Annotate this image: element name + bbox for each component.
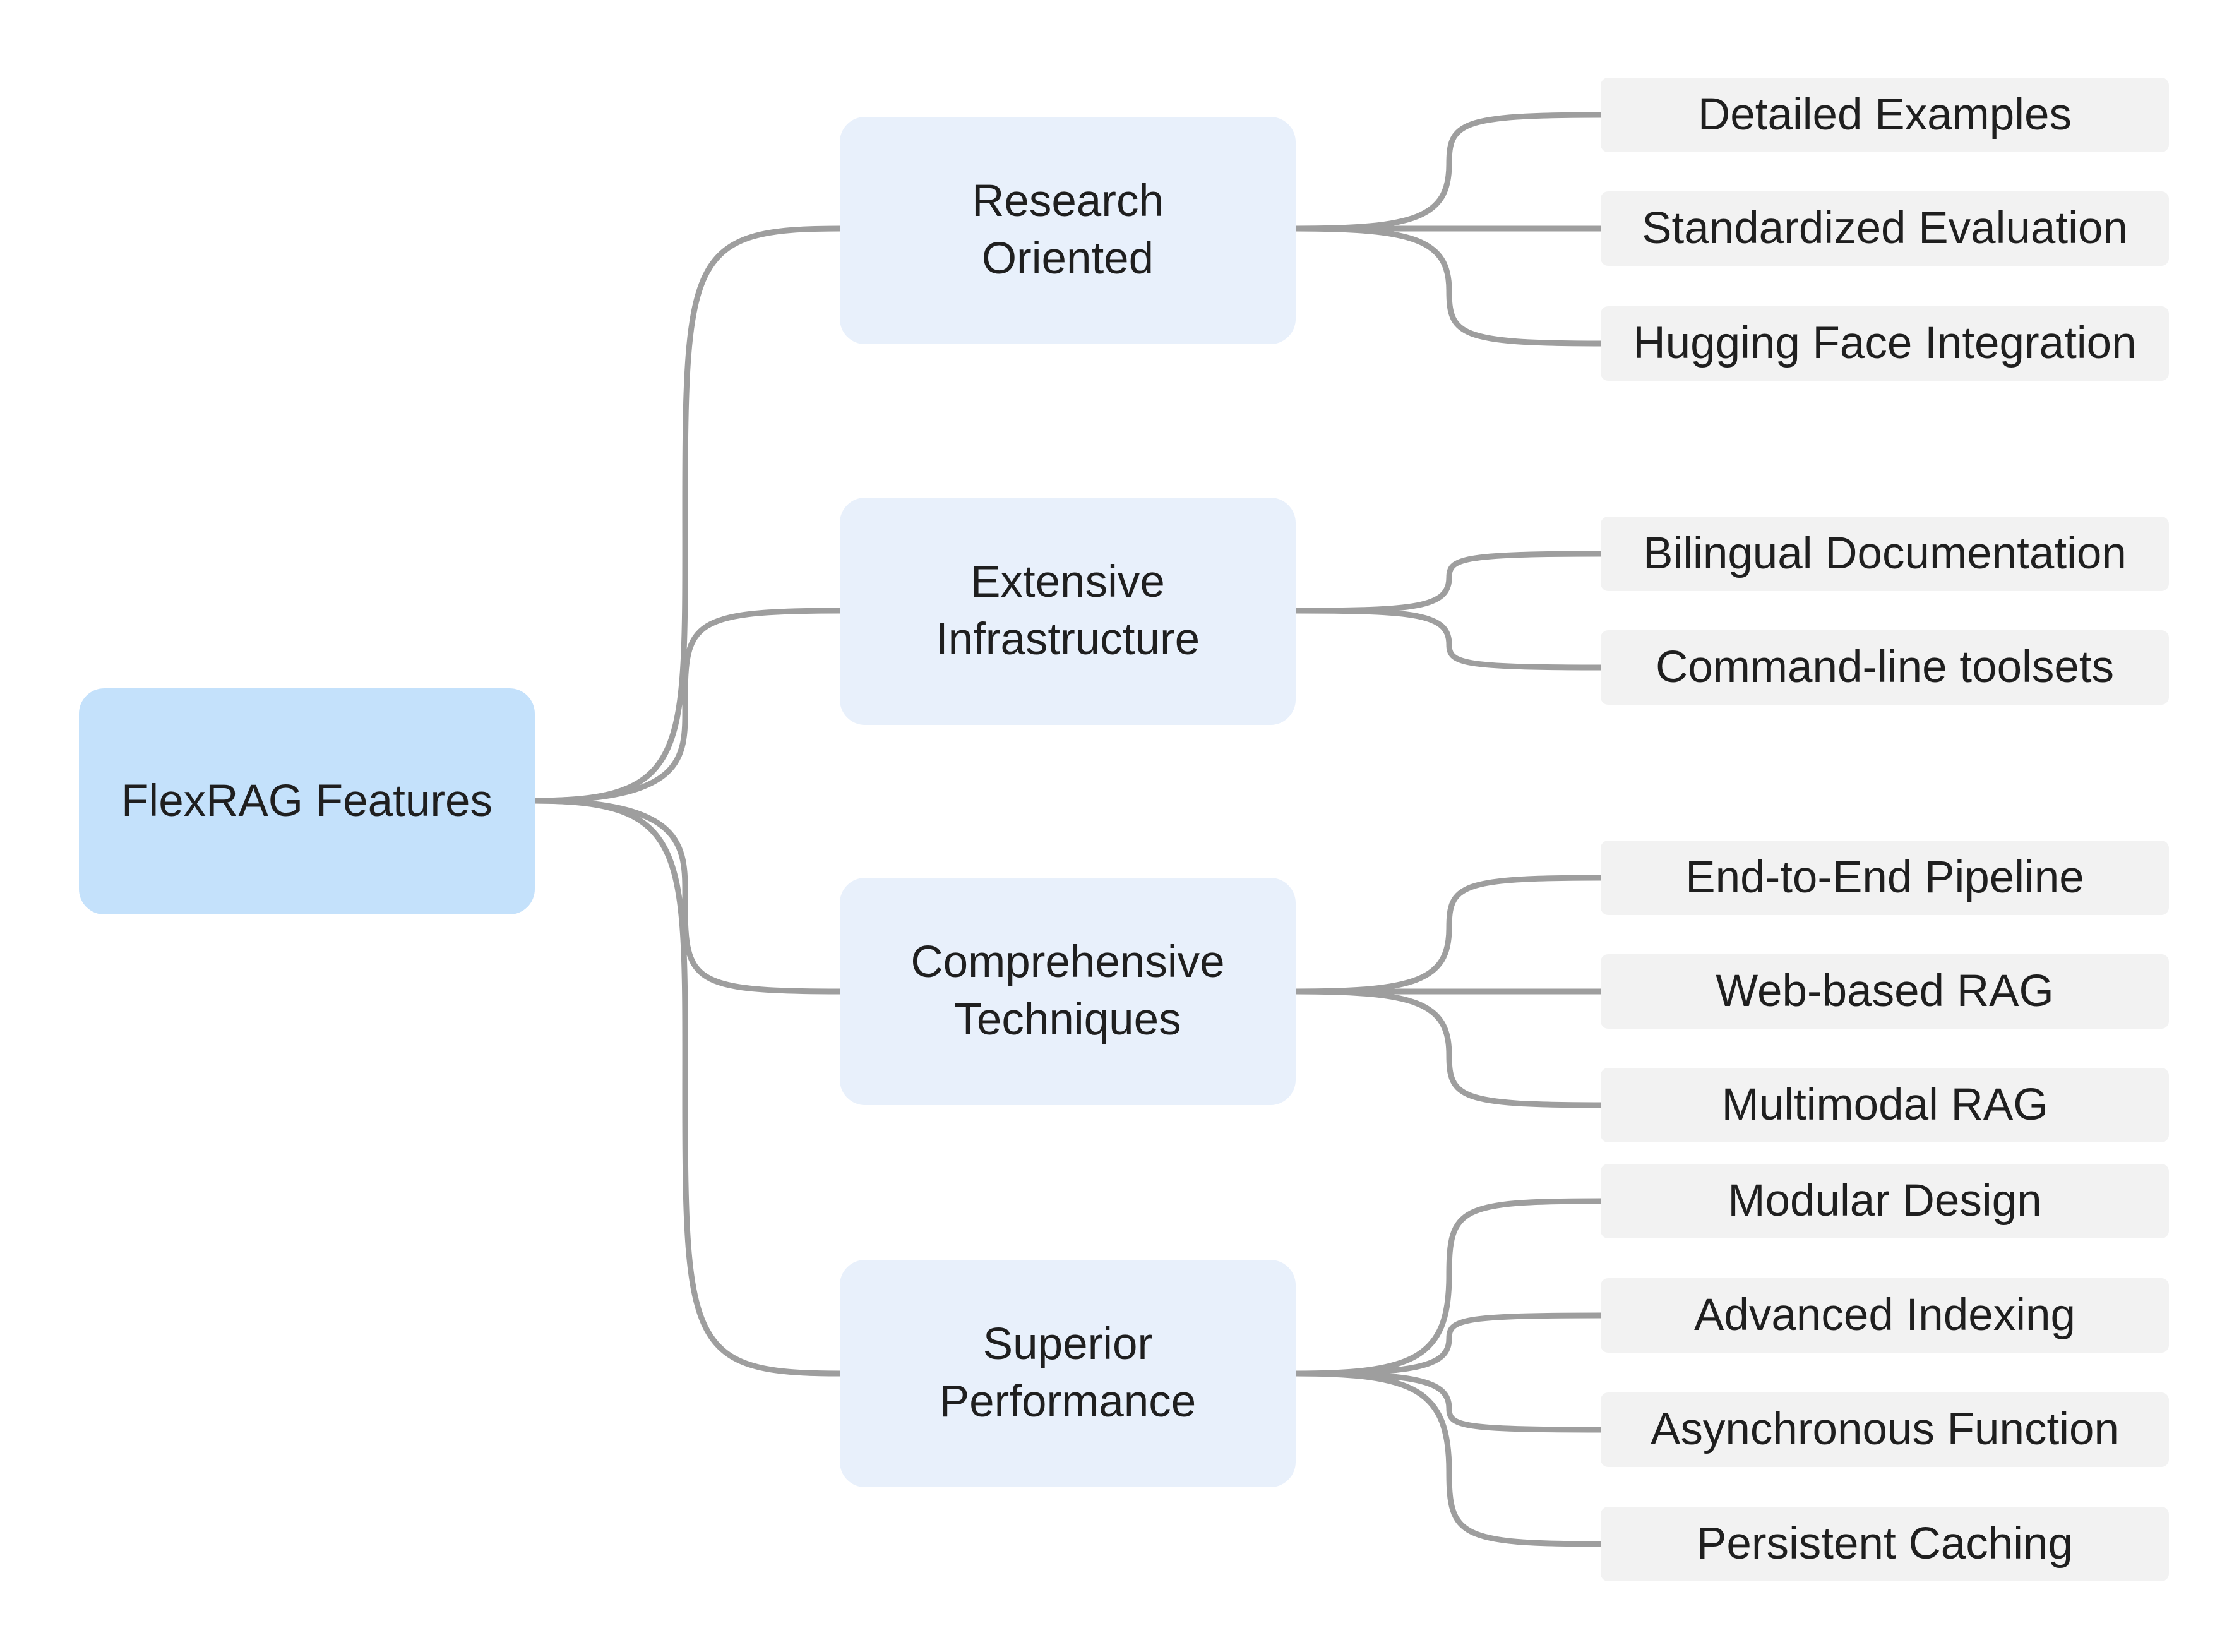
leaf-node-detailed-examples: Detailed Examples — [1601, 78, 2169, 152]
leaf-node-command-line-toolsets: Command-line toolsets — [1601, 630, 2169, 705]
branch-label: Extensive Infrastructure — [935, 557, 1200, 664]
connector-techniques-multimodal — [1293, 988, 1604, 1108]
leaf-label: End-to-End Pipeline — [1685, 852, 2084, 902]
leaf-node-end-to-end-pipeline: End-to-End Pipeline — [1601, 841, 2169, 915]
connector-root-infrastructure — [530, 608, 843, 804]
leaf-node-persistent-caching: Persistent Caching — [1601, 1507, 2169, 1581]
leaf-label: Bilingual Documentation — [1643, 528, 2127, 578]
leaf-label: Persistent Caching — [1697, 1518, 2073, 1569]
leaf-node-standardized-evaluation: Standardized Evaluation — [1601, 191, 2169, 266]
leaf-label: Hugging Face Integration — [1633, 318, 2137, 368]
connector-performance-advanced-indexing — [1293, 1312, 1604, 1377]
leaf-label: Command-line toolsets — [1655, 642, 2115, 692]
leaf-label: Detailed Examples — [1698, 89, 2072, 140]
leaf-label: Modular Design — [1728, 1175, 2042, 1226]
branch-node-comprehensive-techniques: Comprehensive Techniques — [840, 878, 1296, 1105]
connector-research-hugging-face — [1293, 225, 1604, 347]
branch-node-extensive-infrastructure: Extensive Infrastructure — [840, 498, 1296, 725]
connector-research-detailed-examples — [1293, 112, 1604, 232]
branch-label: Research Oriented — [972, 176, 1164, 284]
connector-root-research — [530, 225, 843, 804]
connector-root-performance — [530, 798, 843, 1377]
leaf-node-modular-design: Modular Design — [1601, 1164, 2169, 1238]
root-node: FlexRAG Features — [79, 688, 535, 914]
leaf-label: Multimodal RAG — [1721, 1079, 2048, 1130]
connector-root-techniques — [530, 798, 843, 995]
leaf-node-hugging-face-integration: Hugging Face Integration — [1601, 306, 2169, 381]
leaf-label: Standardized Evaluation — [1642, 203, 2128, 253]
root-label: FlexRAG Features — [121, 775, 493, 826]
connector-performance-asynchronous — [1293, 1370, 1604, 1433]
leaf-node-asynchronous-function: Asynchronous Function — [1601, 1392, 2169, 1467]
connector-infrastructure-command-line — [1293, 608, 1604, 671]
leaf-node-web-based-rag: Web-based RAG — [1601, 954, 2169, 1029]
branch-node-research-oriented: Research Oriented — [840, 117, 1296, 344]
connector-performance-persistent-caching — [1293, 1370, 1604, 1547]
leaf-label: Advanced Indexing — [1694, 1290, 2075, 1340]
leaf-node-advanced-indexing: Advanced Indexing — [1601, 1278, 2169, 1353]
connector-infrastructure-bilingual — [1293, 551, 1604, 614]
connector-techniques-end-to-end — [1293, 875, 1604, 995]
leaf-node-bilingual-documentation: Bilingual Documentation — [1601, 517, 2169, 591]
branch-node-superior-performance: Superior Performance — [840, 1260, 1296, 1487]
leaf-label: Asynchronous Function — [1651, 1404, 2119, 1454]
leaf-label: Web-based RAG — [1716, 966, 2054, 1016]
leaf-node-multimodal-rag: Multimodal RAG — [1601, 1068, 2169, 1142]
branch-label: Superior Performance — [939, 1319, 1197, 1427]
connector-performance-modular — [1293, 1198, 1604, 1377]
branch-label: Comprehensive Techniques — [911, 937, 1225, 1044]
